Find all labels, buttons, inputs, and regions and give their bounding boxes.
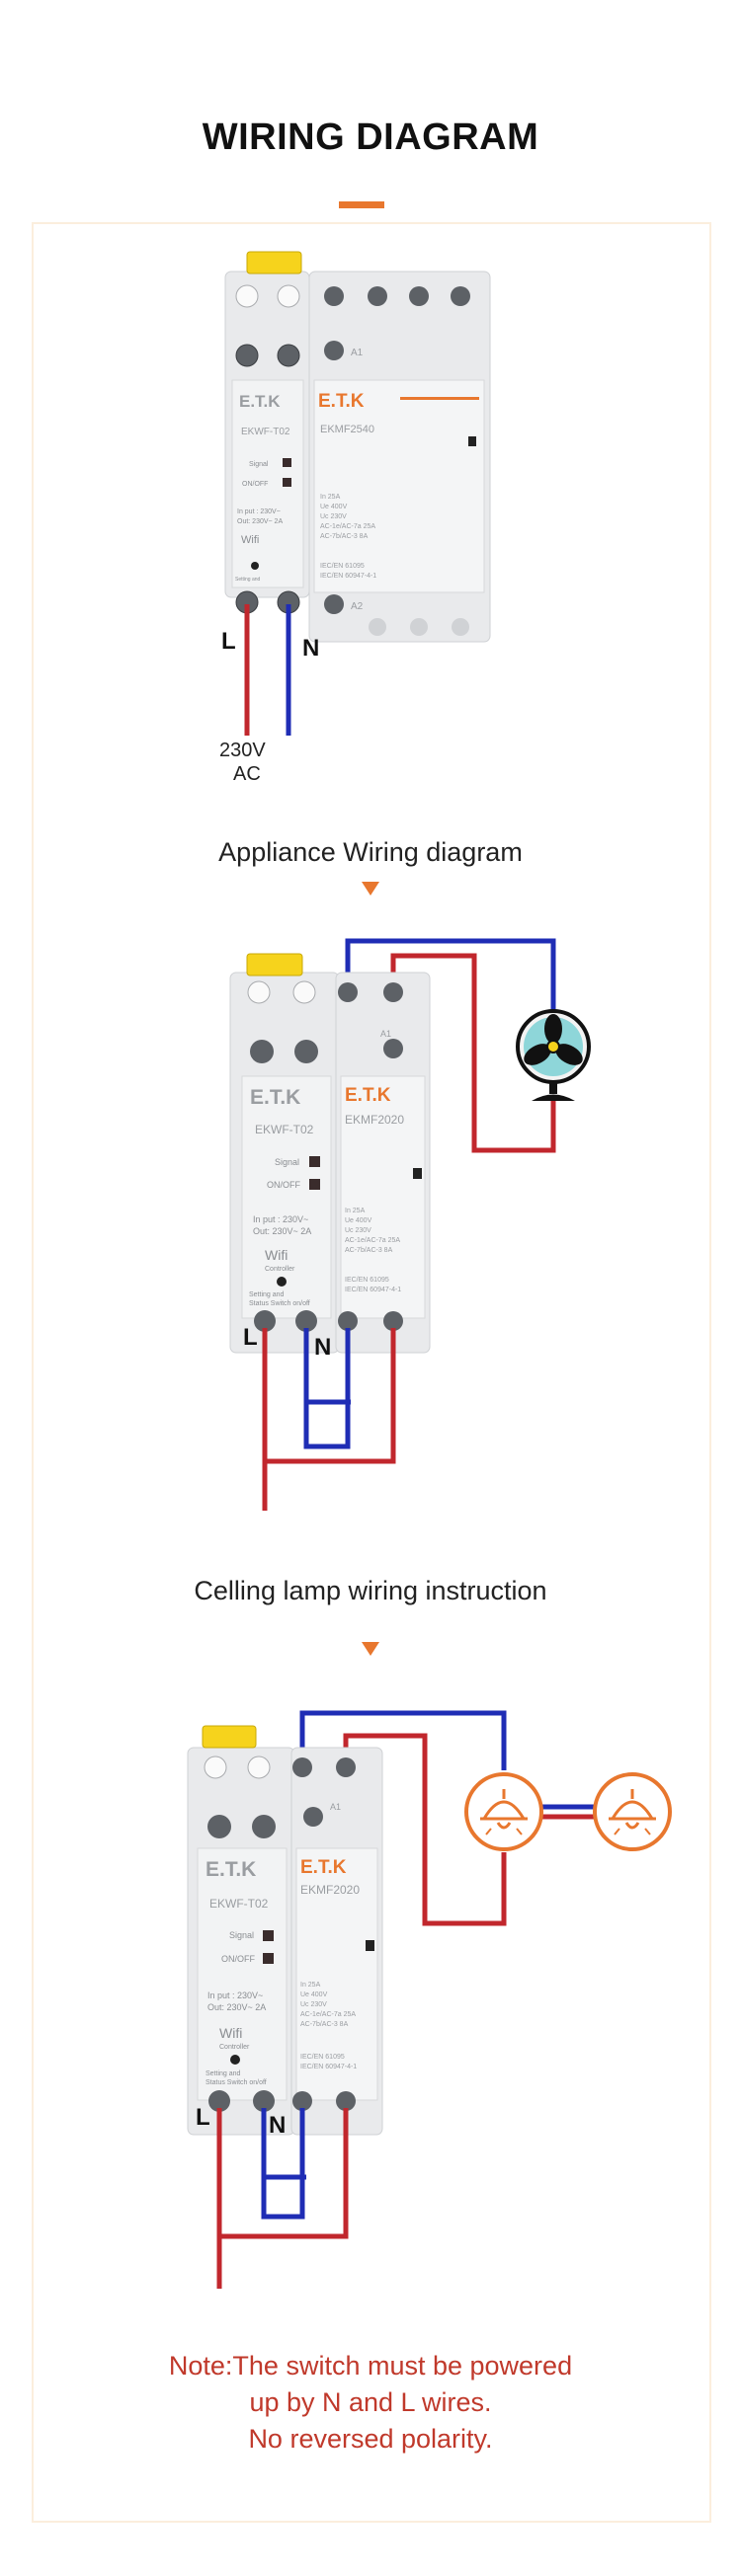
onoff-label: ON/OFF [267, 1180, 300, 1190]
voltage-label: 230V [219, 740, 266, 761]
terminal-a1-label: A1 [351, 348, 364, 358]
contactor-model: EKMF2540 [320, 424, 374, 435]
wifi-label: Wifi [241, 534, 259, 546]
controller-module: E.T.K EKWF-T02 Signal ON/OFF In put : 23… [229, 953, 340, 1354]
ceiling-lamp-icon [464, 1772, 543, 1851]
controller-model: EKWF-T02 [241, 427, 290, 437]
input-label: In put : 230V~ [207, 1991, 263, 2000]
setting-label: Setting and [249, 1291, 285, 1298]
onoff-label: ON/OFF [242, 481, 268, 488]
signal-label: Signal [229, 1930, 254, 1940]
output-label: Out: 230V~ 2A [237, 518, 283, 525]
spec-4: AC-1e/AC-7a 25A [345, 1237, 400, 1244]
label-n: N [269, 2112, 286, 2139]
label-n: N [314, 1334, 331, 1361]
page-title: WIRING DIAGRAM [202, 117, 539, 158]
live-wire-load [390, 953, 556, 1153]
spec-2: Ue 400V [320, 504, 348, 510]
terminal-a2-label: A2 [351, 601, 364, 612]
contactor-model: EKMF2020 [345, 1113, 404, 1127]
label-l: L [243, 1324, 258, 1351]
spec-5: AC-7b/AC-3 8A [320, 533, 369, 540]
signal-label: Signal [249, 461, 269, 468]
signal-label: Signal [275, 1157, 299, 1167]
status-label: Status Switch on/off [206, 2079, 267, 2086]
fan-icon [516, 1009, 591, 1101]
controller-label: Controller [265, 1266, 295, 1273]
contactor-brand: E.T.K [300, 1857, 347, 1878]
contactor-module: A1 E.T.K EKMF2020 In 25A Ue 400V Uc 230V… [335, 972, 431, 1354]
section-title-appliance: Appliance Wiring diagram [218, 837, 523, 867]
contactor-model: EKMF2020 [300, 1883, 360, 1897]
wifi-label: Wifi [265, 1247, 288, 1263]
contactor-brand: E.T.K [318, 391, 365, 412]
onoff-label: ON/OFF [221, 1954, 255, 1964]
setting-label: Setting and [206, 2070, 241, 2077]
terminal-a1-label: A1 [380, 1029, 391, 1039]
note-line-2: up by N and L wires. [249, 2387, 492, 2417]
contactor-brand: E.T.K [345, 1085, 391, 1106]
input-label: In put : 230V~ [253, 1214, 308, 1224]
terminal-a1-label: A1 [330, 1802, 341, 1812]
ceiling-lamp-icon [593, 1772, 672, 1851]
setting-label: Setting and [235, 577, 261, 583]
note-line-1: Note:The switch must be powered [168, 2351, 573, 2381]
label-l: L [196, 2104, 210, 2131]
std-2: IEC/EN 60947-4-1 [345, 1287, 401, 1293]
spec-3: Uc 230V [345, 1227, 371, 1234]
std-1: IEC/EN 61095 [345, 1277, 389, 1284]
spec-1: In 25A [300, 1982, 321, 1989]
std-2: IEC/EN 60947-4-1 [320, 573, 376, 580]
spec-4: AC-1e/AC-7a 25A [300, 2011, 356, 2018]
input-label: In put : 230V~ [237, 508, 281, 515]
content-frame [32, 222, 711, 2523]
title-underline [339, 201, 384, 208]
wifi-label: Wifi [219, 2025, 242, 2041]
neutral-wire-load [345, 938, 556, 1017]
spec-5: AC-7b/AC-3 8A [300, 2021, 349, 2028]
status-label: Status Switch on/off [249, 1300, 310, 1307]
controller-module: E.T.K EKWF-T02 Signal ON/OFF In put : 23… [224, 251, 310, 614]
controller-brand: E.T.K [206, 1858, 256, 1881]
output-label: Out: 230V~ 2A [253, 1226, 311, 1236]
controller-label: Controller [219, 2044, 250, 2051]
label-l: L [221, 628, 236, 655]
controller-model: EKWF-T02 [209, 1897, 269, 1911]
contactor-module: A1 E.T.K EKMF2540 In 25A Ue 400V Uc 230V… [308, 271, 491, 643]
std-1: IEC/EN 61095 [320, 563, 365, 570]
spec-2: Ue 400V [300, 1991, 328, 1998]
controller-module: E.T.K EKWF-T02 Signal ON/OFF In put : 23… [187, 1725, 295, 2136]
down-arrow-icon [362, 882, 379, 896]
spec-5: AC-7b/AC-3 8A [345, 1247, 393, 1254]
std-1: IEC/EN 61095 [300, 2054, 345, 2061]
std-2: IEC/EN 60947-4-1 [300, 2064, 357, 2070]
voltage-type-label: AC [233, 763, 261, 785]
label-n: N [302, 635, 319, 662]
controller-brand: E.T.K [250, 1086, 300, 1109]
spec-4: AC-1e/AC-7a 25A [320, 523, 375, 530]
spec-1: In 25A [320, 494, 341, 501]
controller-model: EKWF-T02 [255, 1123, 314, 1136]
output-label: Out: 230V~ 2A [207, 2002, 266, 2012]
note-line-3: No reversed polarity. [248, 2424, 493, 2454]
spec-3: Uc 230V [320, 513, 347, 520]
controller-brand: E.T.K [239, 392, 281, 411]
spec-1: In 25A [345, 1208, 366, 1214]
spec-2: Ue 400V [345, 1217, 372, 1224]
down-arrow-icon [362, 1642, 379, 1656]
section-title-lamp: Celling lamp wiring instruction [194, 1576, 547, 1605]
contactor-module: A1 E.T.K EKMF2020 In 25A Ue 400V Uc 230V… [290, 1747, 383, 2136]
spec-3: Uc 230V [300, 2001, 327, 2008]
